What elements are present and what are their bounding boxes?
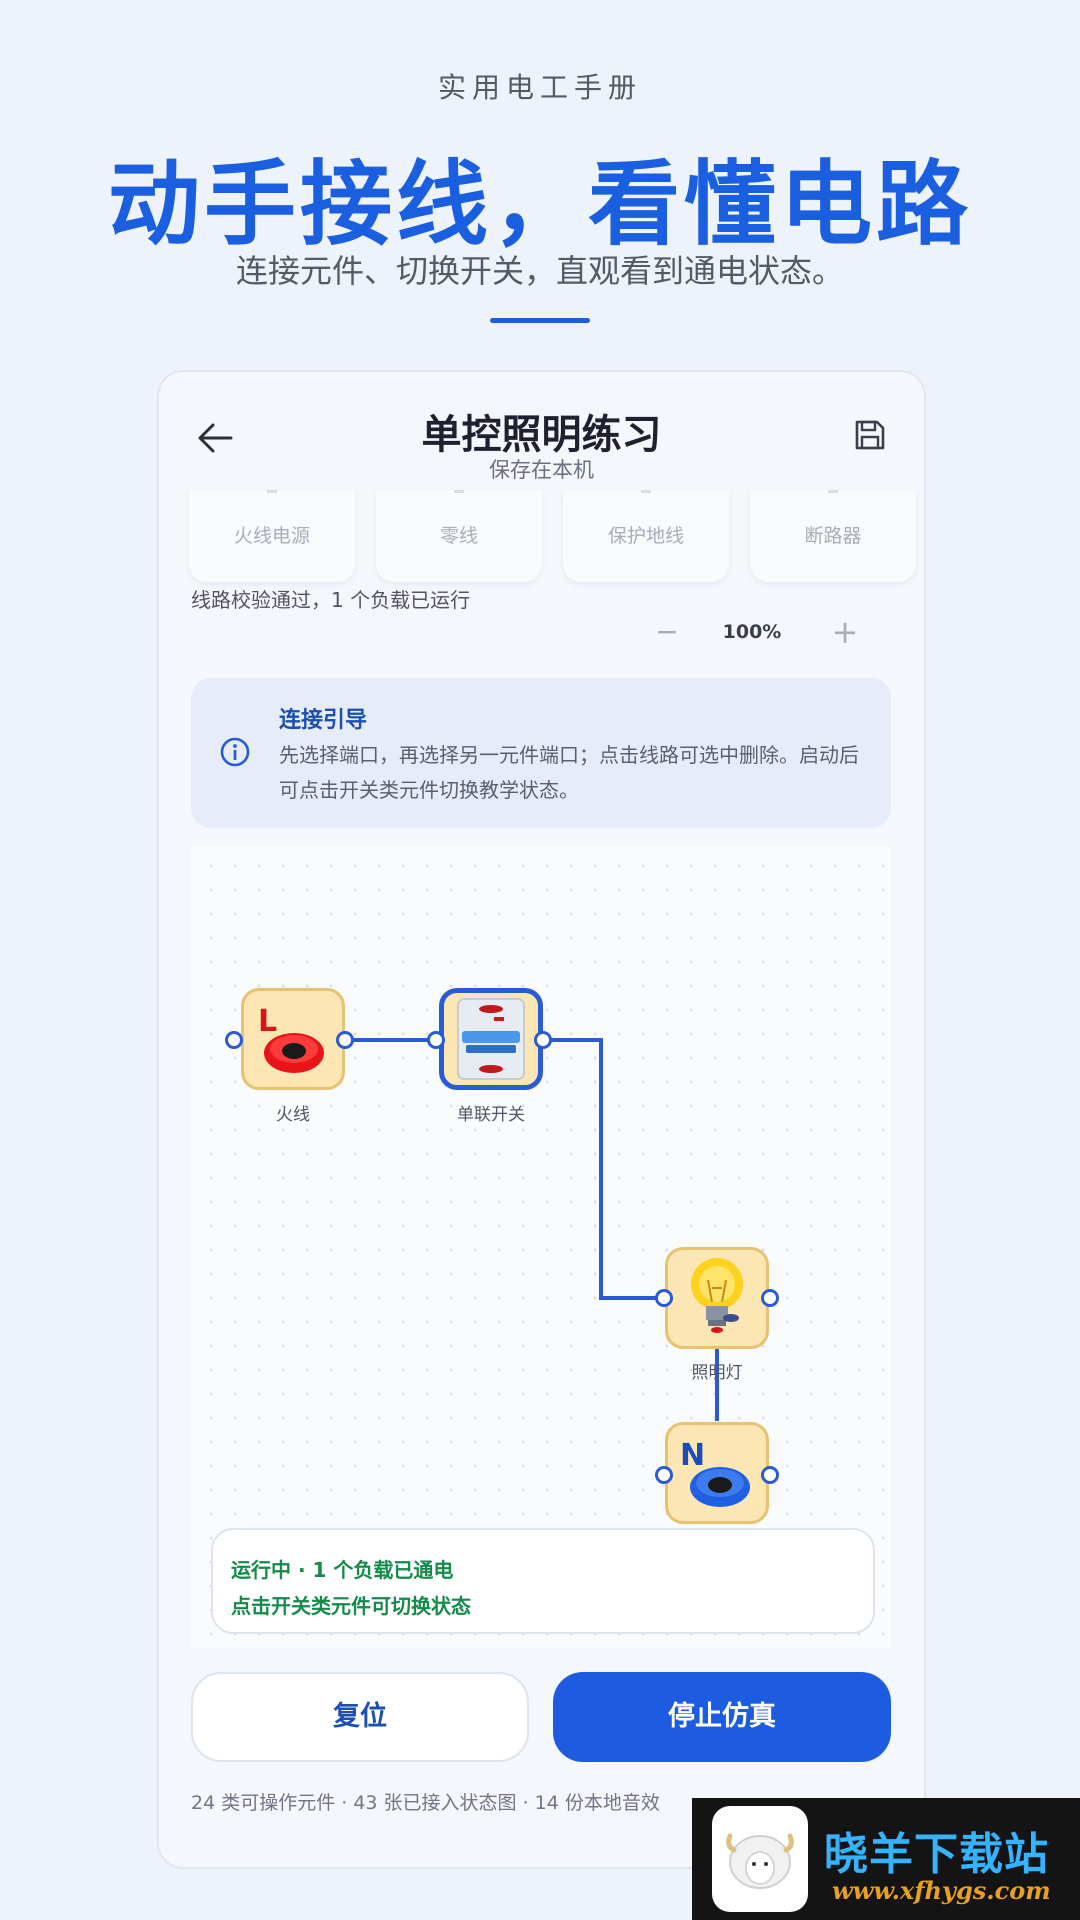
port-live-left[interactable]	[225, 1031, 243, 1049]
live-terminal-icon: L	[258, 1004, 324, 1073]
palette-item-neutral[interactable]: 零线	[376, 490, 542, 582]
port-neutral-right[interactable]	[761, 1466, 779, 1484]
wire-switch-lamp	[544, 1038, 664, 1300]
component-palette: 火线电源 零线 保护地线 断路器	[159, 490, 924, 586]
palette-item-live-source[interactable]: 火线电源	[189, 490, 355, 582]
component-neutral[interactable]: N	[665, 1422, 769, 1524]
running-status: 运行中 · 1 个负载已通电	[231, 1558, 454, 1582]
svg-text:L: L	[258, 1004, 277, 1039]
validation-status: 线路校验通过，1 个负载已运行	[191, 588, 471, 612]
port-switch-right[interactable]	[534, 1031, 552, 1049]
guide-body: 先选择端口，再选择另一元件端口；点击线路可选中删除。启动后可点击开关类元件切换教…	[279, 743, 859, 802]
label-lamp: 照明灯	[691, 1363, 743, 1383]
zoom-in-button[interactable]: +	[831, 613, 859, 651]
stop-simulation-button[interactable]: 停止仿真	[553, 1672, 891, 1762]
simulation-status-panel: 运行中 · 1 个负载已通电 点击开关类元件可切换状态	[211, 1528, 875, 1634]
port-switch-left[interactable]	[427, 1031, 445, 1049]
neutral-terminal-icon: N	[680, 1438, 750, 1507]
switch-hint: 点击开关类元件可切换状态	[231, 1594, 471, 1618]
watermark-banner: 晓羊下载站 www.xfhygs.com	[692, 1798, 1080, 1920]
save-button[interactable]	[853, 418, 887, 452]
component-lamp[interactable]	[665, 1247, 769, 1349]
port-neutral-left[interactable]	[655, 1466, 673, 1484]
hero-title: 动手接线，看懂电路	[107, 151, 972, 258]
port-lamp-right[interactable]	[761, 1289, 779, 1307]
connection-guide: 连接引导 先选择端口，再选择另一元件端口；点击线路可选中删除。启动后可点击开关类…	[191, 678, 891, 828]
palette-item-breaker[interactable]: 断路器	[750, 490, 916, 582]
sheep-logo-icon	[712, 1806, 808, 1912]
page-title: 单控照明练习	[421, 412, 662, 458]
component-switch[interactable]	[439, 988, 543, 1090]
watermark-text: 晓羊下载站	[824, 1829, 1049, 1880]
reset-button[interactable]: 复位	[191, 1672, 529, 1762]
port-live-right[interactable]	[336, 1031, 354, 1049]
hero-subtitle: 连接元件、切换开关，直观看到通电状态。	[235, 252, 844, 290]
breaker-switch-icon	[457, 998, 525, 1080]
hero-divider	[490, 318, 590, 323]
label-live: 火线	[276, 1105, 310, 1125]
component-live[interactable]: L	[241, 988, 345, 1090]
floppy-disk-icon	[855, 420, 885, 450]
hero-kicker: 实用电工手册	[437, 71, 642, 104]
back-button[interactable]	[195, 420, 235, 456]
guide-title: 连接引导	[279, 708, 368, 733]
wires-layer	[347, 1038, 719, 1421]
save-status: 保存在本机	[489, 458, 594, 482]
footer-stats: 24 类可操作元件 · 43 张已接入状态图 · 14 份本地音效	[191, 1792, 660, 1814]
circuit-canvas[interactable]: L 火线 单联开关	[191, 846, 891, 1648]
zoom-level: 100%	[722, 621, 782, 643]
port-lamp-left[interactable]	[655, 1289, 673, 1307]
light-bulb-icon	[691, 1258, 743, 1333]
label-switch: 单联开关	[457, 1105, 525, 1125]
info-icon	[220, 737, 250, 767]
arrow-left-icon	[198, 423, 233, 453]
zoom-out-button[interactable]: −	[655, 615, 679, 648]
watermark-url: www.xfhygs.com	[832, 1876, 1051, 1905]
svg-text:N: N	[680, 1438, 705, 1473]
palette-item-ground[interactable]: 保护地线	[563, 490, 729, 582]
app-screen: 单控照明练习 保存在本机 火线电源 零线 保护地线 断路器 线路校验通过，1 个…	[157, 370, 926, 1869]
